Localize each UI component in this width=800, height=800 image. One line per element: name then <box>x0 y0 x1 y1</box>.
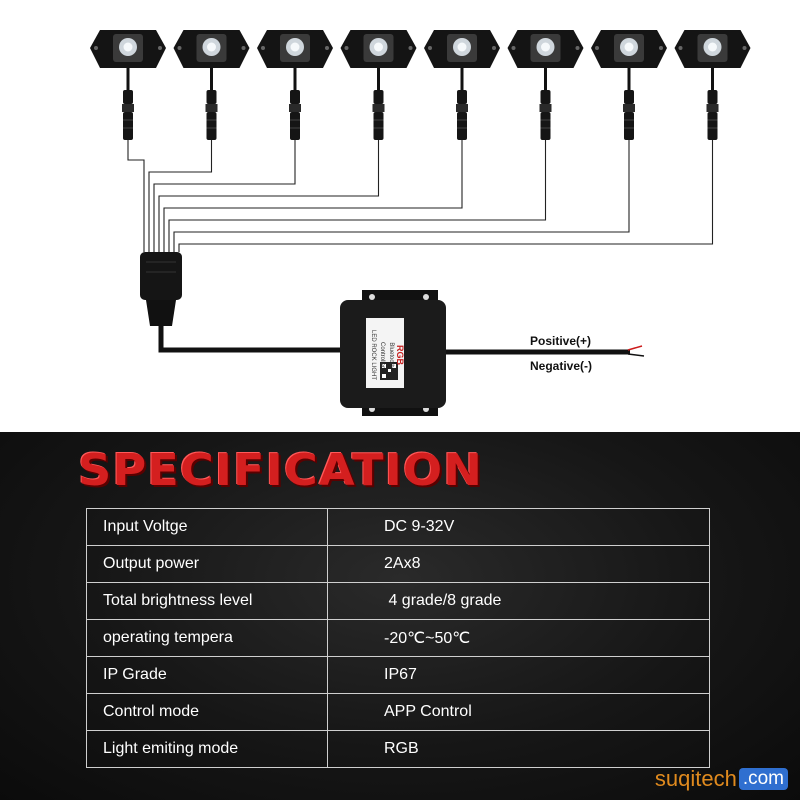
spec-value: RGB <box>327 730 710 768</box>
rock-light <box>173 30 250 140</box>
rock-light <box>340 30 417 140</box>
table-row: Control mode APP Control <box>86 693 710 731</box>
spec-label: Control mode <box>86 693 328 731</box>
light-wire <box>148 140 213 252</box>
watermark-name: suqitech <box>654 766 737 791</box>
controller-label: RGB Bluetooth Controller LED ROCK LIGHT <box>366 322 405 388</box>
light-wire <box>178 140 714 252</box>
negative-label: Negative(-) <box>530 359 593 373</box>
table-row: Output power 2Ax8 <box>86 545 710 583</box>
light-wire <box>158 140 380 252</box>
table-row: IP Grade IP67 <box>86 656 710 694</box>
controller-line-1: Bluetooth <box>388 342 394 368</box>
spec-value: IP67 <box>327 656 710 694</box>
rock-light <box>591 30 667 140</box>
specification-title: SPECIFICATION <box>78 445 483 496</box>
rock-light <box>507 30 584 140</box>
light-wire <box>168 140 547 252</box>
spec-label: IP Grade <box>86 656 328 694</box>
spec-label: Output power <box>86 545 328 583</box>
wire-bundle <box>127 140 714 252</box>
light-wire <box>153 140 296 252</box>
watermark-domain: .com <box>738 768 788 790</box>
spec-value: -20℃~50℃ <box>327 619 710 657</box>
rock-light <box>424 30 500 140</box>
spec-value: DC 9-32V <box>327 508 710 546</box>
spec-value: APP Control <box>327 693 710 731</box>
table-row: Light emiting mode RGB <box>86 730 710 768</box>
controller-line-3: LED ROCK LIGHT <box>370 329 376 380</box>
positive-wire <box>627 345 643 351</box>
spec-value: 4 grade/8 grade <box>327 582 710 620</box>
light-wire <box>173 140 630 252</box>
table-row: Input Voltge DC 9-32V <box>86 508 710 546</box>
rock-light <box>90 30 166 140</box>
spec-label: operating tempera <box>86 619 328 657</box>
controller-line-2: Controller <box>379 341 385 368</box>
spec-label: Input Voltge <box>86 508 328 546</box>
spec-label: Total brightness level <box>86 582 328 620</box>
controller-box <box>340 290 446 416</box>
wiring-diagram-graphic <box>90 30 751 416</box>
bundle-connector <box>140 252 182 326</box>
qr-code <box>380 362 398 380</box>
negative-wire <box>627 353 645 357</box>
table-row: operating tempera -20℃~50℃ <box>86 619 710 657</box>
rock-lights <box>90 30 751 140</box>
table-row: Total brightness level 4 grade/8 grade <box>86 582 710 620</box>
main-cable <box>158 326 340 353</box>
wiring-diagram: RGB Bluetooth Controller LED ROCK LIGHT … <box>90 30 751 416</box>
light-wire <box>127 140 145 252</box>
controller-brand: RGB <box>395 345 405 365</box>
positive-label: Positive(+) <box>530 334 592 348</box>
rock-light <box>674 30 751 140</box>
rock-light <box>257 30 333 140</box>
light-wire <box>163 140 463 252</box>
watermark: suqitech .com <box>655 766 788 792</box>
specification-table: Input Voltge DC 9-32V Output power 2Ax8 … <box>86 508 710 768</box>
spec-value: 2Ax8 <box>327 545 710 583</box>
spec-label: Light emiting mode <box>86 730 328 768</box>
